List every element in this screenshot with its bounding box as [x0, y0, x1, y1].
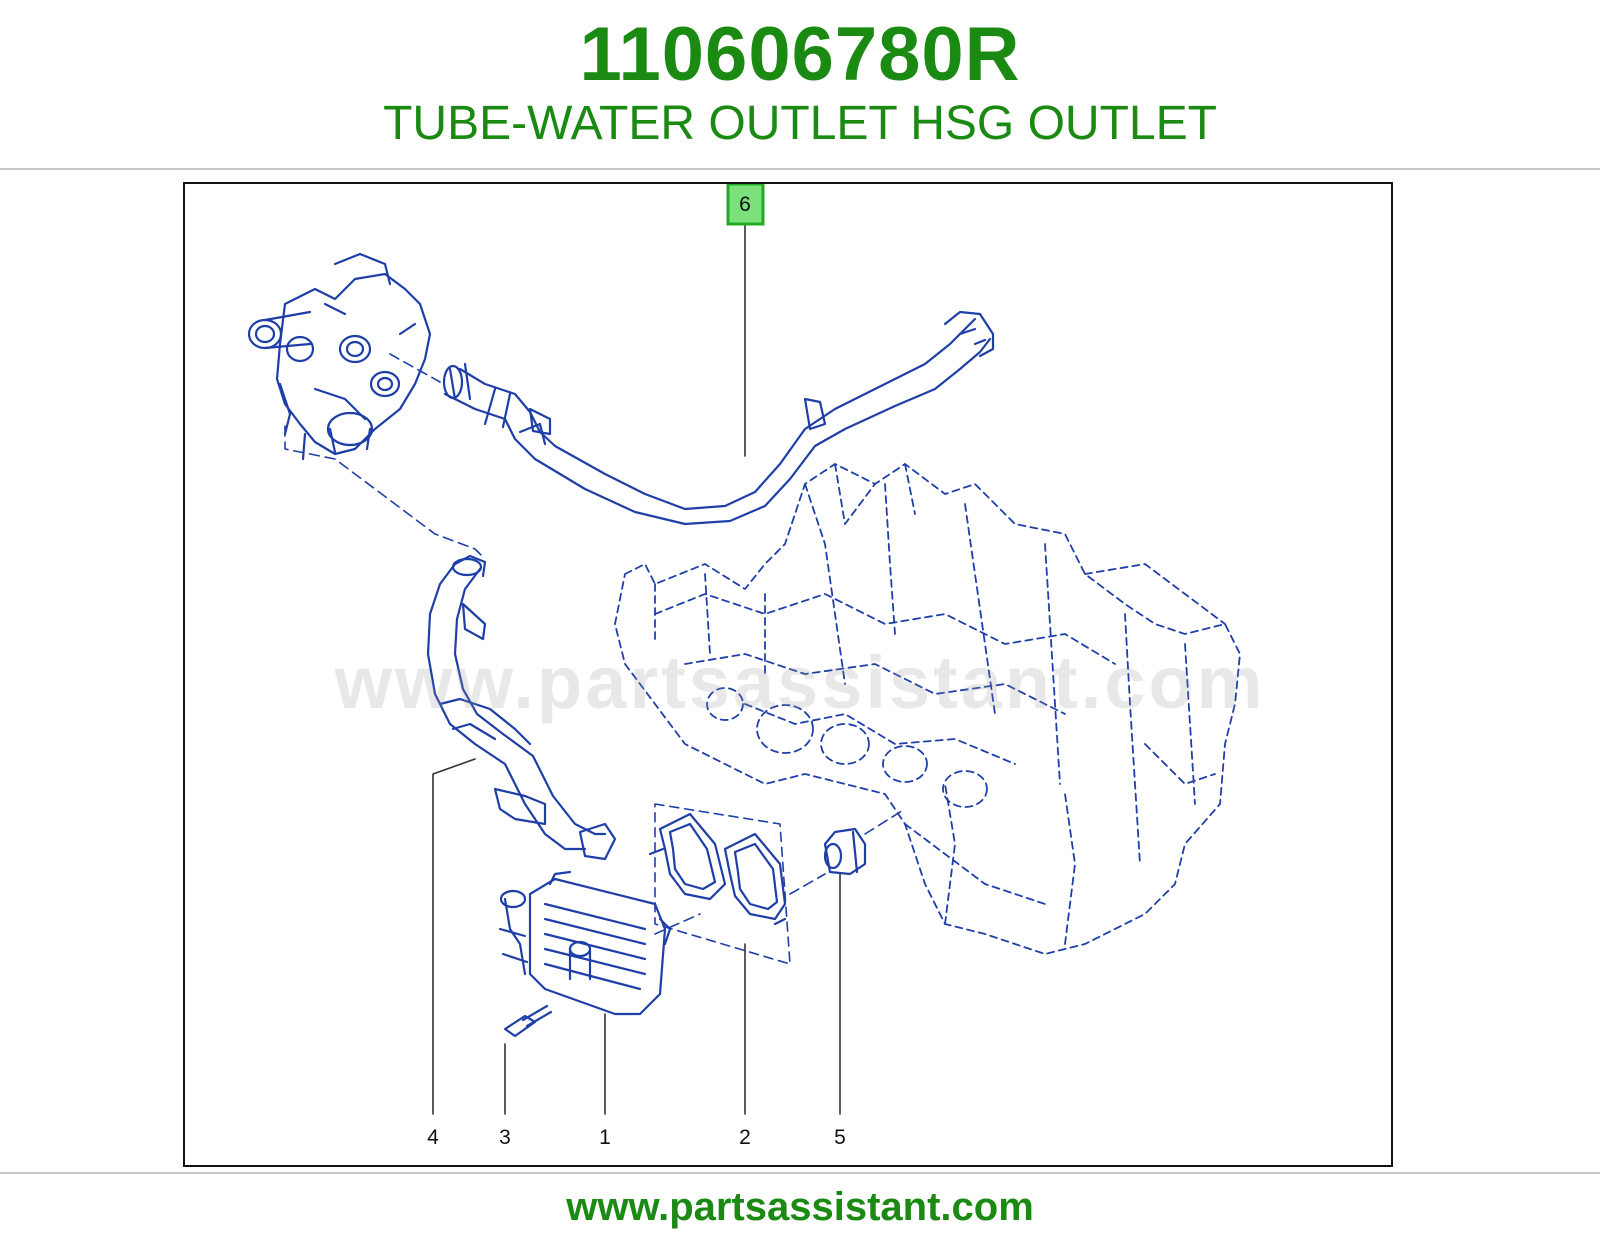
gaskets: [648, 812, 787, 926]
fitting: [823, 827, 867, 876]
callout-2[interactable]: 2: [739, 1126, 751, 1149]
footer-url[interactable]: www.partsassistant.com: [566, 1185, 1034, 1229]
oil-cooler: [498, 870, 672, 1016]
leader-lines: [432, 223, 841, 1115]
watermark: www.partsassistant.com: [334, 641, 1266, 724]
diagram-frame: 6 4 3 1 2 5: [183, 182, 1393, 1167]
callout-5[interactable]: 5: [834, 1126, 846, 1149]
connection-line: [284, 353, 486, 560]
exploded-diagram: 6 4 3 1 2 5: [247, 184, 1241, 1149]
callout-4[interactable]: 4: [427, 1126, 439, 1149]
water-outlet-housing: [247, 252, 432, 461]
callout-3[interactable]: 3: [499, 1126, 511, 1149]
header-divider: [0, 168, 1600, 170]
gasket-envelope: [654, 803, 791, 965]
part-number: 110606780R: [579, 12, 1021, 97]
footer-divider: [0, 1172, 1600, 1174]
alignment-line: [654, 808, 906, 935]
lower-hose: [426, 554, 617, 861]
bolt: [503, 1004, 553, 1038]
callout-1[interactable]: 1: [599, 1126, 611, 1149]
callout-6[interactable]: 6: [739, 193, 751, 216]
part-description: TUBE-WATER OUTLET HSG OUTLET: [383, 97, 1217, 150]
engine-block-outline: [614, 463, 1241, 955]
callout-6-highlight: [726, 184, 765, 226]
upper-hose-tube: [442, 310, 995, 526]
